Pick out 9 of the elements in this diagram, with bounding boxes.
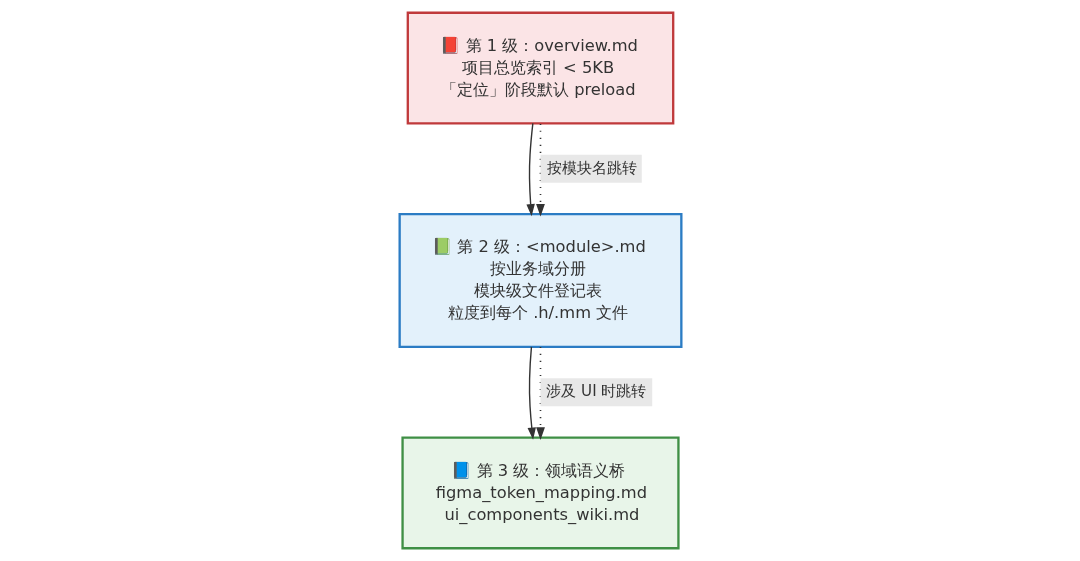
node-box: 📗 第 2 级：<module>.md 按业务域分册 模块级文件登记表 粒度到每个 .h/.mm 文件 — [398, 213, 682, 348]
arrow — [527, 346, 536, 440]
edge-label: 按模块名跳转 — [546, 158, 637, 177]
arrow — [535, 346, 545, 440]
node-box: 📕 第 1 级：overview.md 项目总览索引 < 5KB 「定位」阶段默认 preload — [406, 11, 674, 125]
arrow — [525, 122, 535, 217]
edge-label: 涉及 UI 时跳转 — [545, 382, 646, 401]
node-box: 📘 第 3 级：领域语义桥 figma_token_mapping.md ui_components_wiki.md — [400, 436, 680, 550]
arrow — [535, 123, 545, 217]
